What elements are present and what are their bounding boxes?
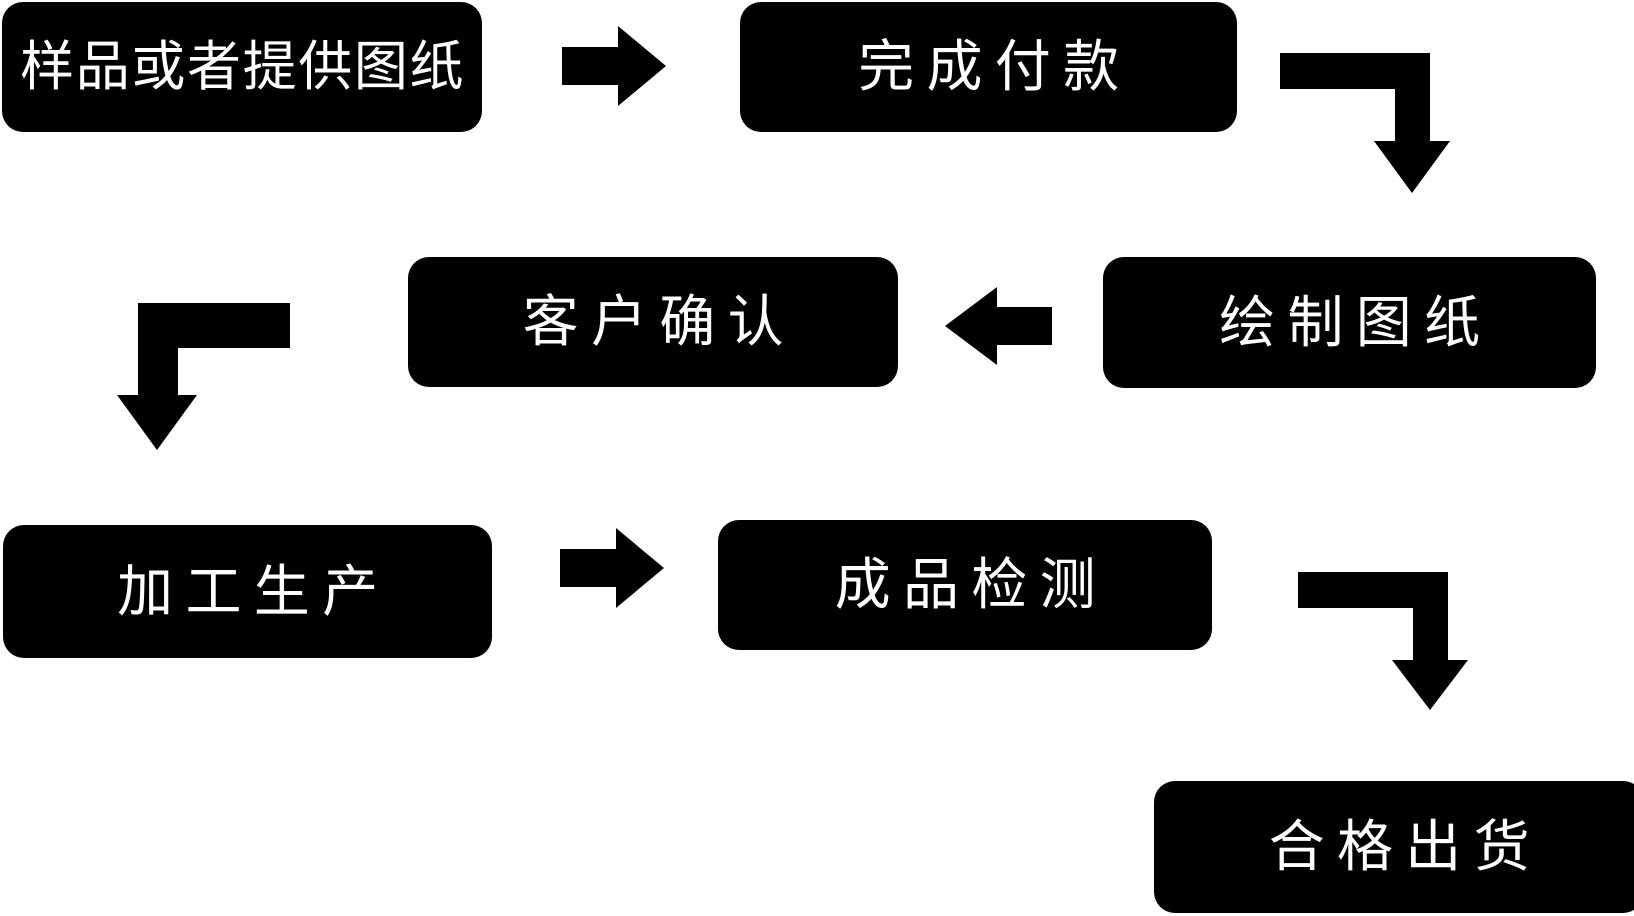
left-arrow-icon <box>945 287 1052 365</box>
flow-node-draw-drawing: 绘制图纸 <box>1103 257 1597 388</box>
flow-node-shipment: 合格出货 <box>1154 781 1634 913</box>
flow-node-customer-confirm: 客户确认 <box>408 257 899 387</box>
elbow-down-arrow-icon <box>1298 572 1468 710</box>
flow-node-payment: 完成付款 <box>740 2 1238 132</box>
elbow-down-arrow-icon <box>117 303 290 450</box>
right-arrow-icon <box>560 528 664 608</box>
right-arrow-icon <box>562 26 666 106</box>
flow-node-production: 加工生产 <box>3 525 493 658</box>
flow-node-sample-or-drawing: 样品或者提供图纸 <box>2 2 482 132</box>
elbow-down-arrow-icon <box>1280 53 1450 193</box>
flow-node-inspection: 成品检测 <box>718 520 1213 650</box>
